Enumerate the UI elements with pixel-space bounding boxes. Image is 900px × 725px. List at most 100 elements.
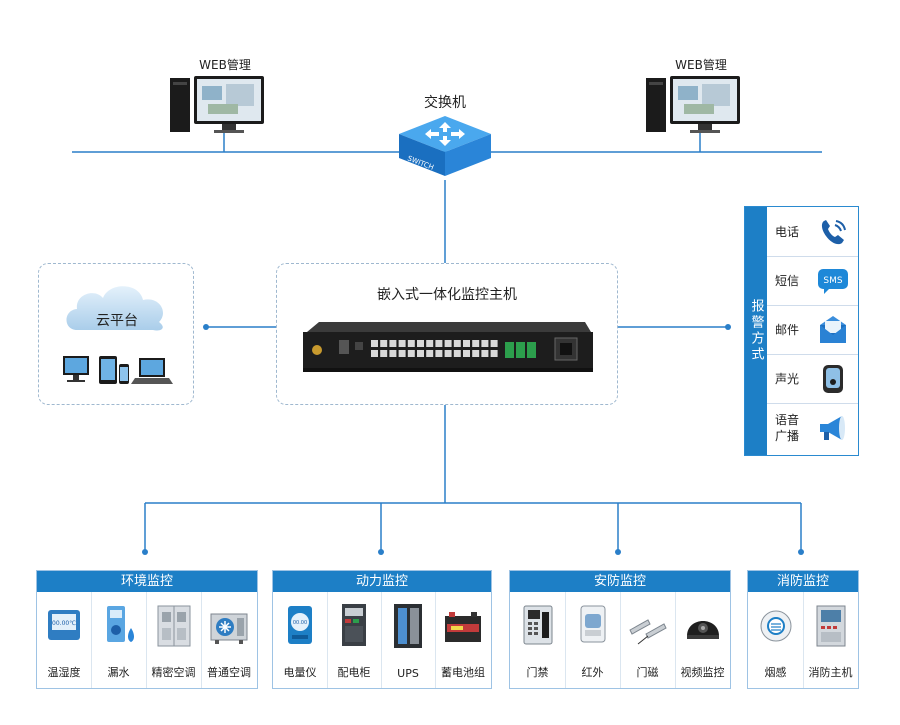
category-title: 动力监控 [273,571,491,592]
ethernet-port [435,340,443,347]
ethernet-port [389,350,397,357]
megaphone-icon [820,416,845,440]
access-control-icon [523,605,552,645]
web-management-label-right: WEB管理 [675,58,727,72]
alarm-item-label: 电话 [775,224,800,239]
category-item: 精密空调 [146,592,202,688]
category-item-label: 门禁 [526,666,549,679]
category-item-label: 配电柜 [337,666,371,679]
category-item: 00.00 电量仪 [273,592,328,688]
category-item-label: 门磁 [636,666,659,679]
ethernet-port [472,350,480,357]
category-item-label: 烟感 [764,666,787,679]
cloud-icon [66,286,164,331]
web-management-label-left: WEB管理 [199,58,251,72]
alarm-methods-title: 报警方式 [745,207,767,455]
rack-host-device-icon [303,322,593,372]
category-power: 动力监控 00.00 电量仪 配电柜 UPS [272,570,492,689]
thermo-hygrometer-icon: 00.00℃ [48,610,80,640]
category-item: 普通空调 [201,592,257,688]
category-item: 烟感 [748,592,804,688]
ethernet-port [481,350,489,357]
category-title: 安防监控 [510,571,730,592]
alarm-item-label: 邮件 [775,322,800,337]
ethernet-port [444,350,452,357]
category-item-label: 电量仪 [283,666,317,679]
ethernet-port [435,350,443,357]
category-item: 漏水 [91,592,147,688]
ethernet-port [426,350,434,357]
category-item: 配电柜 [327,592,382,688]
ethernet-port [453,350,461,357]
category-item-label: 视频监控 [680,666,725,679]
monitoring-host-box: 嵌入式一体化监控主机 [276,263,618,405]
distribution-cabinet-icon [342,604,366,646]
precision-ac-icon [157,605,190,647]
ac-unit-icon [210,613,248,644]
ethernet-port [417,350,424,357]
power-meter-icon: 00.00 [288,606,312,644]
door-magnet-icon [628,619,667,645]
cloud-platform-label: 云平台 [96,313,138,329]
category-item: 视频监控 [675,592,730,688]
battery-icon [445,612,481,642]
category-item-label: 精密空调 [151,666,196,679]
monitoring-host-title: 嵌入式一体化监控主机 [377,287,517,303]
ethernet-port [398,350,406,357]
category-item: UPS [381,592,436,688]
cloud-platform-box: 云平台 [38,263,194,405]
ethernet-port [407,350,415,357]
ethernet-port [417,340,424,347]
alarm-item-siren: 声光 [767,354,858,404]
alarm-item-label: 声光 [775,371,800,386]
category-fire: 消防监控 烟感 消防主机 [747,570,859,689]
thermo-display-text: 00.00℃ [52,620,76,627]
category-item-label: 普通空调 [207,666,251,679]
infrared-sensor-icon [580,605,605,643]
category-title: 环境监控 [37,571,257,592]
phone-icon [821,220,846,245]
alarm-item-label: 语音 广播 [775,412,800,443]
category-item-label: 温湿度 [47,666,81,679]
category-item: 门磁 [620,592,676,688]
ethernet-port [472,340,480,347]
alarm-item-phone: 电话 [767,207,858,257]
switch-icon: SWITCH [399,116,491,176]
category-item-label: 消防主机 [808,666,853,679]
ethernet-port [371,350,378,357]
ups-icon [394,604,422,648]
siren-icon [823,365,843,393]
sms-icon: SMS [818,269,848,294]
computer-icon [170,76,264,133]
category-title: 消防监控 [748,571,858,592]
camera-icon [686,621,719,639]
ethernet-port [463,340,470,347]
ethernet-port [380,340,388,347]
category-item: 消防主机 [803,592,858,688]
category-security: 安防监控 门禁 红外 门磁 视频监控 [509,570,731,689]
category-item-label: 红外 [581,666,604,679]
mail-icon [820,316,846,343]
ethernet-port [453,340,461,347]
water-leak-icon [106,606,134,642]
alarm-item-mail: 邮件 [767,305,858,355]
ethernet-port [426,340,434,347]
category-item: 00.00℃ 温湿度 [37,592,92,688]
ethernet-port [444,340,452,347]
ethernet-port [371,340,378,347]
ethernet-port [490,340,498,347]
ethernet-port [389,340,397,347]
ethernet-port [407,340,415,347]
category-item: 蓄电池组 [435,592,491,688]
fire-host-icon [816,605,845,647]
power-meter-display-text: 00.00 [293,620,307,626]
alarm-item-sms: 短信 SMS [767,256,858,306]
ethernet-port [463,350,470,357]
ethernet-port [490,350,498,357]
category-environment: 环境监控 00.00℃ 温湿度 漏水 精密空调 [36,570,258,689]
category-item-label: UPS [397,667,419,680]
sms-icon-text: SMS [823,276,842,286]
category-item: 红外 [565,592,621,688]
ethernet-port [380,350,388,357]
alarm-methods-panel: 报警方式 电话 短信 SMS 邮件 声光 [744,206,859,456]
